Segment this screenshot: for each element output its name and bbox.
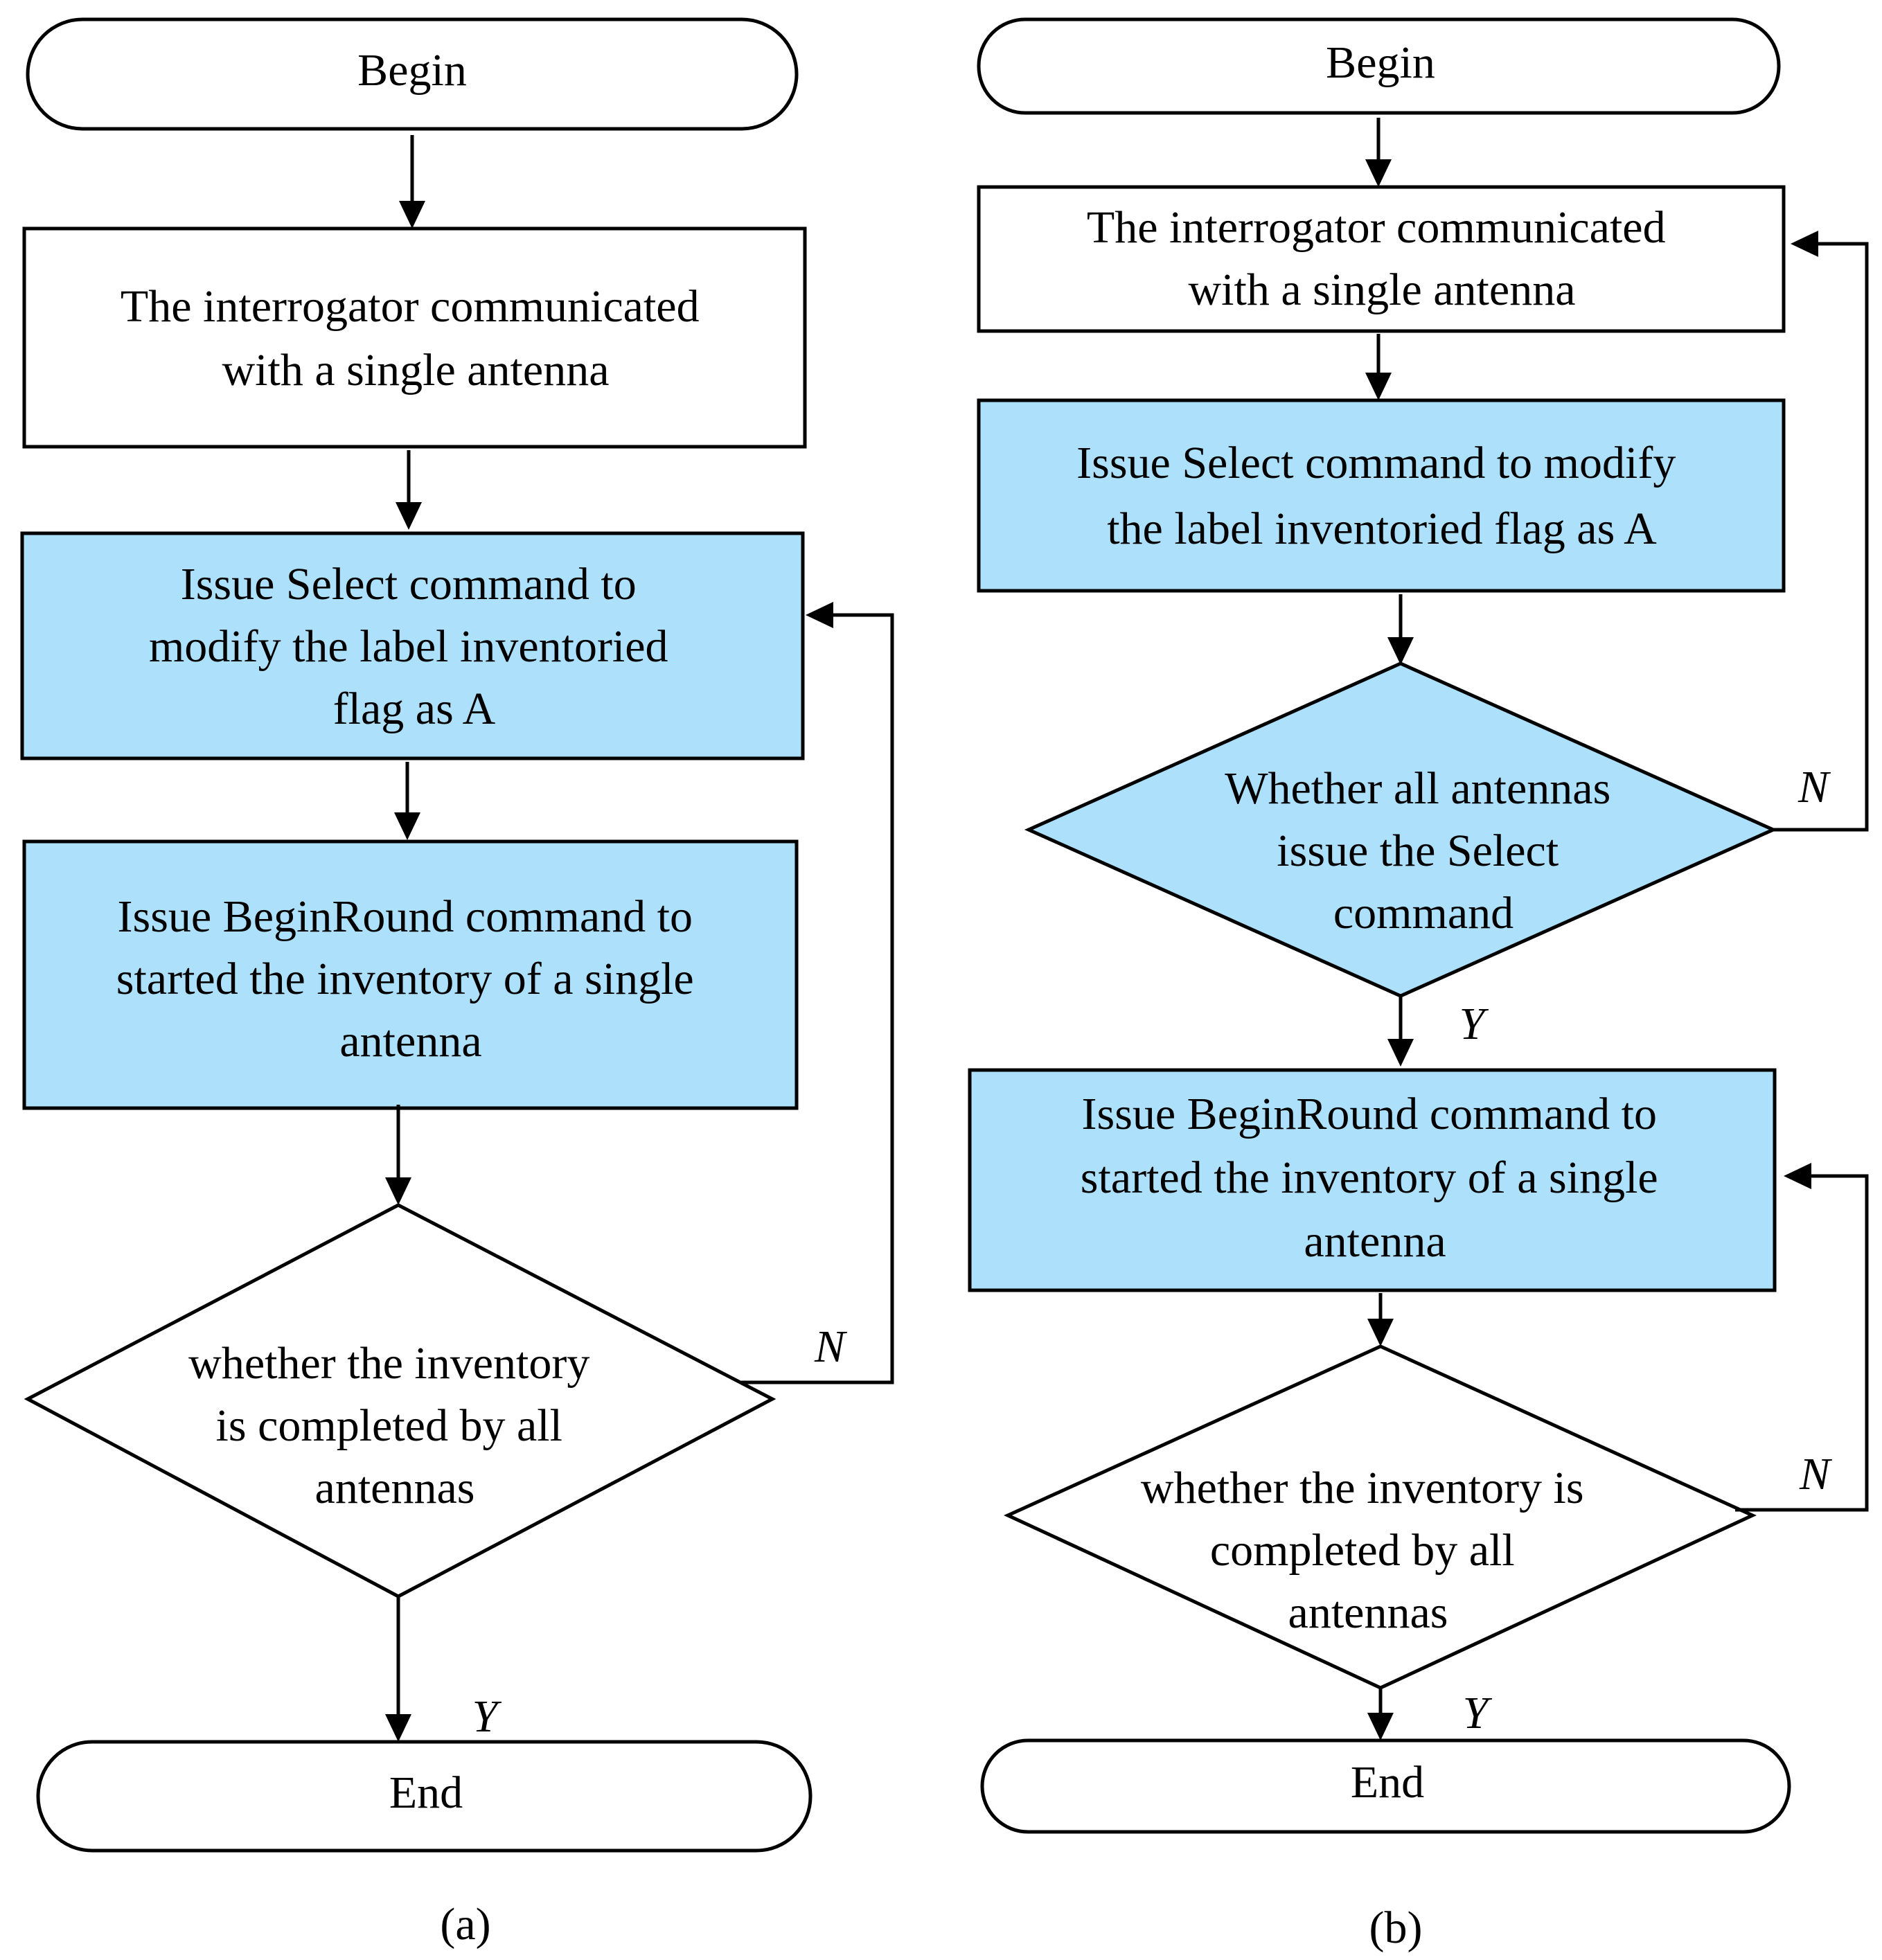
process-text-b-interrogator: The interrogator communicated with a sin… <box>1087 202 1677 315</box>
end-label-b: End <box>1351 1757 1424 1808</box>
process-text-b-beginround: Issue BeginRound command to started the … <box>1081 1089 1669 1267</box>
process-text-a-select: Issue Select command to modify the label… <box>149 559 680 734</box>
arrow-b-step1-step2 <box>1365 334 1392 400</box>
caption-b: (b) <box>1369 1903 1423 1953</box>
arrow-b-decision1-step3 <box>1387 996 1414 1067</box>
arrow-a-begin-step1 <box>399 135 425 229</box>
no-label-b1: N <box>1797 762 1831 812</box>
begin-label-a: Begin <box>357 45 467 96</box>
process-box-b-select <box>977 398 1786 593</box>
process-box-a-select <box>20 531 805 760</box>
yes-label-a: Y <box>472 1691 502 1742</box>
process-box-b-interrogator <box>977 185 1786 333</box>
loop-b2-no-branch <box>1735 1163 1869 1512</box>
begin-terminal-b <box>977 17 1781 115</box>
end-terminal-b <box>980 1738 1791 1834</box>
arrow-b-begin-step1 <box>1365 118 1392 187</box>
begin-terminal-a <box>26 17 799 131</box>
yes-label-b2: Y <box>1463 1688 1493 1738</box>
end-terminal-a <box>36 1740 813 1853</box>
decision-text-b-inventory: whether the inventory is completed by al… <box>1141 1463 1595 1638</box>
arrow-b-step3-decision2 <box>1367 1293 1394 1346</box>
arrow-a-step3-decision <box>385 1105 411 1205</box>
arrow-a-step1-step2 <box>396 450 422 530</box>
process-box-b-beginround <box>968 1068 1777 1292</box>
loop-a-no-branch <box>741 602 894 1384</box>
process-text-b-select: Issue Select command to modify the label… <box>1076 438 1687 554</box>
loop-b1-no-branch <box>1773 231 1869 832</box>
process-box-a-beginround <box>22 839 799 1110</box>
decision-text-b-select: Whether all antennas issue the Select co… <box>1225 763 1622 938</box>
yes-label-b1: Y <box>1459 999 1489 1049</box>
no-label-a: N <box>814 1321 848 1372</box>
arrow-a-decision-end <box>385 1596 411 1742</box>
end-label-a: End <box>389 1767 463 1818</box>
process-box-a-interrogator <box>22 226 807 449</box>
caption-a: (a) <box>440 1899 490 1950</box>
no-label-b2: N <box>1799 1449 1833 1499</box>
process-text-a-beginround: Issue BeginRound command to started the … <box>116 891 705 1067</box>
arrow-b-step2-decision1 <box>1387 594 1414 665</box>
flowchart-b: Begin The interrogator communicated with… <box>968 17 1869 1953</box>
arrow-b-decision2-end <box>1367 1688 1394 1740</box>
process-text-a-interrogator: The interrogator communicated with a sin… <box>121 281 711 395</box>
arrow-a-step2-step3 <box>394 762 420 840</box>
decision-text-a: whether the inventory is completed by al… <box>188 1338 601 1513</box>
begin-label-b: Begin <box>1326 37 1435 88</box>
flowchart-a: Begin The interrogator communicated with… <box>20 17 894 1950</box>
